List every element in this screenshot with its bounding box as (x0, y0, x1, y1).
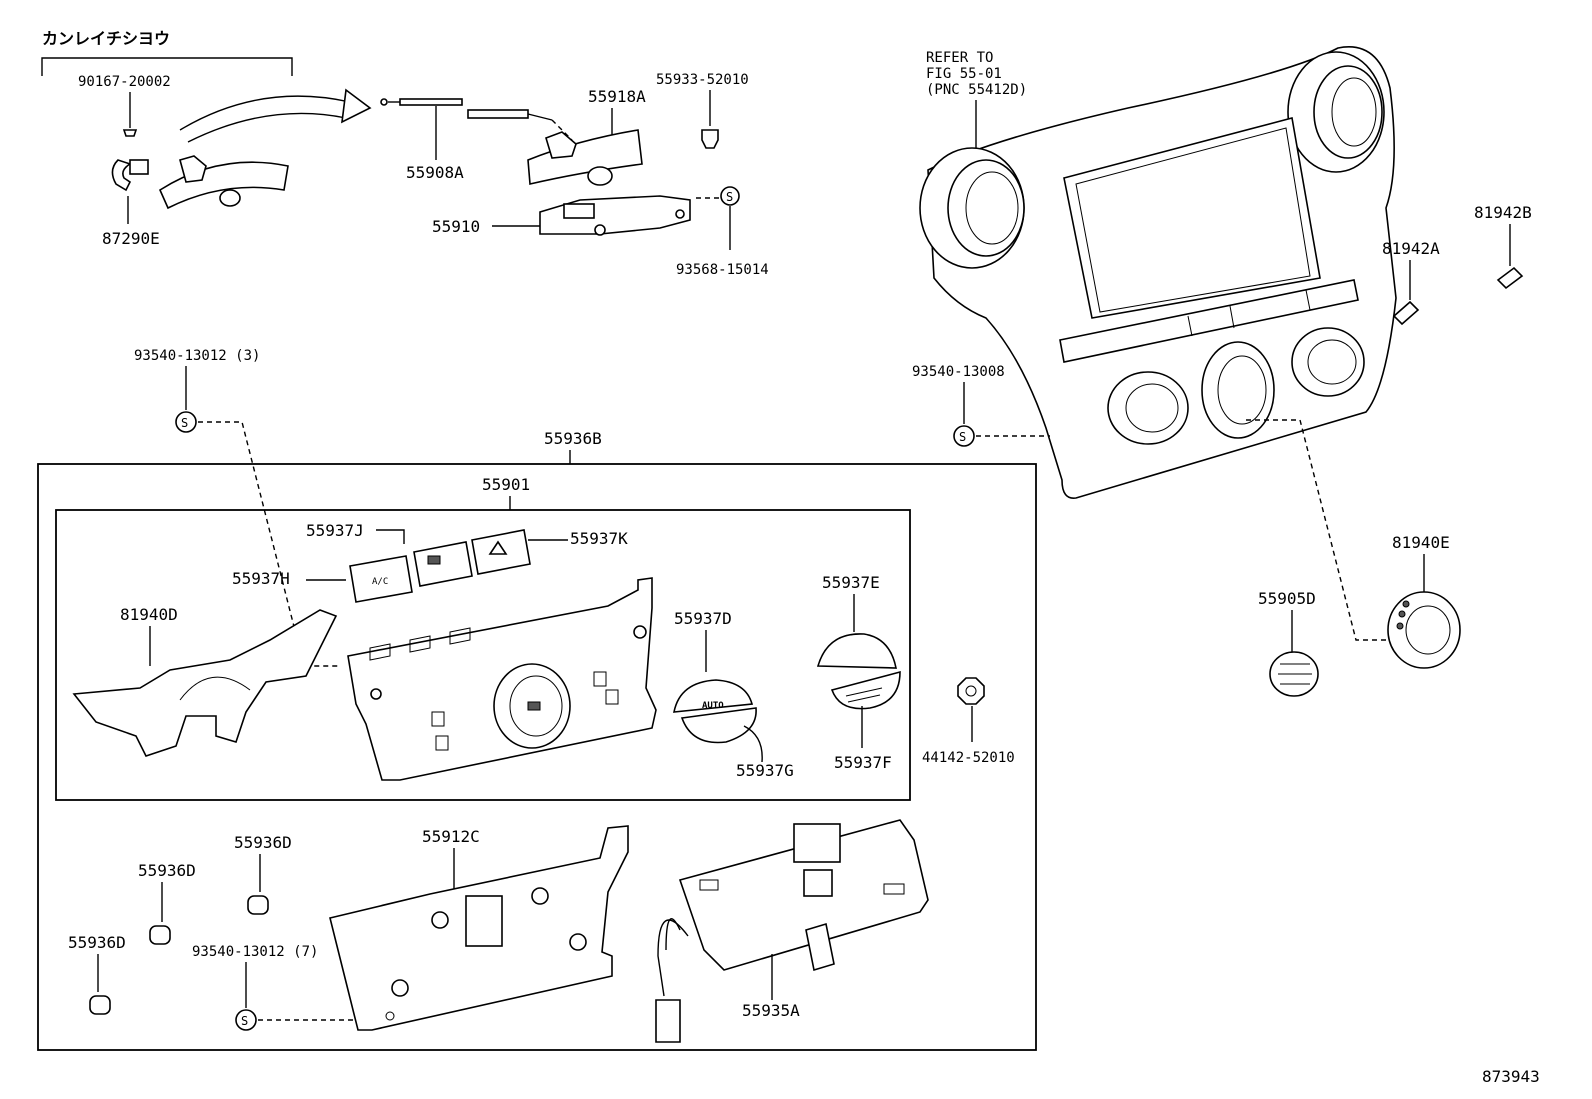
ac-button-label: A/C (372, 577, 388, 587)
frame-55936B: 55936B (37, 429, 1037, 1051)
control-unit (347, 577, 657, 781)
svg-text:S: S (241, 1014, 248, 1028)
callout-55936D-b[interactable]: 55936D (138, 861, 196, 880)
refer-note-line-1[interactable]: REFER TO (926, 50, 993, 66)
knob-55937E-F: 55937E 55937F (816, 573, 901, 772)
callout-55937G[interactable]: 55937G (736, 761, 794, 780)
callout-55936B[interactable]: 55936B (544, 429, 602, 448)
callout-55937D[interactable]: 55937D (674, 609, 732, 628)
callout-93540-13012-7[interactable]: 93540-13012 (7) (192, 944, 318, 960)
knob-55905D: 55905D (1258, 589, 1319, 697)
callout-93568-15014[interactable]: 93568-15014 (676, 262, 769, 278)
callout-90167-20002[interactable]: 90167-20002 (78, 74, 171, 90)
auto-button-label: AUTO (702, 701, 724, 711)
callout-81940D[interactable]: 81940D (120, 605, 178, 624)
bracket-55910: 55910 S 93568-15014 (432, 186, 769, 278)
ring-81940E: 81940E (1246, 419, 1461, 669)
center-panel: REFER TO FIG 55-01 (PNC 55412D) (919, 46, 1397, 499)
svg-text:S: S (181, 416, 188, 430)
callout-93540-13012-3[interactable]: 93540-13012 (3) (134, 348, 260, 364)
plugs-55936D: 55936D 55936D 55936D (68, 833, 292, 1015)
clip-81942A: 81942A (1382, 239, 1440, 326)
nut-44142: 44142-52010 (922, 677, 1015, 766)
callout-93540-13008[interactable]: 93540-13008 (912, 364, 1005, 380)
callout-87290E[interactable]: 87290E (102, 229, 160, 248)
callout-81942A[interactable]: 81942A (1382, 239, 1440, 258)
callout-55912C[interactable]: 55912C (422, 827, 480, 846)
callout-55936D-c[interactable]: 55936D (68, 933, 126, 952)
screw-93540-13008: 93540-13008 S (912, 364, 1050, 447)
bracket-81940D: 81940D (72, 605, 338, 757)
base-plate-55912C: 55912C (329, 825, 629, 1031)
callout-55918A[interactable]: 55918A (588, 87, 646, 106)
callout-55937E[interactable]: 55937E (822, 573, 880, 592)
callout-55937J[interactable]: 55937J (306, 521, 364, 540)
refer-note-line-2[interactable]: FIG 55-01 (926, 66, 1002, 82)
button-group: 55937J 55937K 55937H A/C (232, 521, 628, 603)
knob-55937D: 55937D AUTO (673, 609, 757, 744)
callout-55936D-a[interactable]: 55936D (234, 833, 292, 852)
screw-93540-13012-3: 93540-13012 (3) S (134, 348, 340, 667)
callout-55937H[interactable]: 55937H (232, 569, 290, 588)
clip-55933: 55933-52010 (656, 72, 749, 149)
knob-55937G: 55937G (736, 725, 794, 780)
lever-55918A: 55918A (527, 87, 646, 186)
figure-number: 873943 (1482, 1067, 1540, 1086)
callout-55935A[interactable]: 55935A (742, 1001, 800, 1020)
callout-81940E[interactable]: 81940E (1392, 533, 1450, 552)
cable-55908A: 55908A (380, 98, 553, 182)
header-bracket: カンレイチシヨウ (41, 29, 293, 76)
screw-93540-13012-7: 93540-13012 (7) S (192, 944, 368, 1031)
board-55935A: 55935A (655, 819, 929, 1043)
callout-55933-52010[interactable]: 55933-52010 (656, 72, 749, 88)
callout-55910[interactable]: 55910 (432, 217, 480, 236)
clip-81942B: 81942B (1474, 203, 1532, 290)
frame-55901: 55901 (55, 475, 911, 801)
callout-55905D[interactable]: 55905D (1258, 589, 1316, 608)
callout-55937K[interactable]: 55937K (570, 529, 628, 548)
callout-55901[interactable]: 55901 (482, 475, 530, 494)
callout-81942B[interactable]: 81942B (1474, 203, 1532, 222)
refer-note-line-3[interactable]: (PNC 55412D) (926, 82, 1027, 98)
svg-text:S: S (959, 430, 966, 444)
svg-text:S: S (726, 190, 733, 204)
header-note: カンレイチシヨウ (42, 29, 170, 48)
callout-55937F[interactable]: 55937F (834, 753, 892, 772)
callout-55908A[interactable]: 55908A (406, 163, 464, 182)
cable-assembly-group: 90167-20002 87290E (78, 74, 372, 248)
callout-44142-52010[interactable]: 44142-52010 (922, 750, 1015, 766)
